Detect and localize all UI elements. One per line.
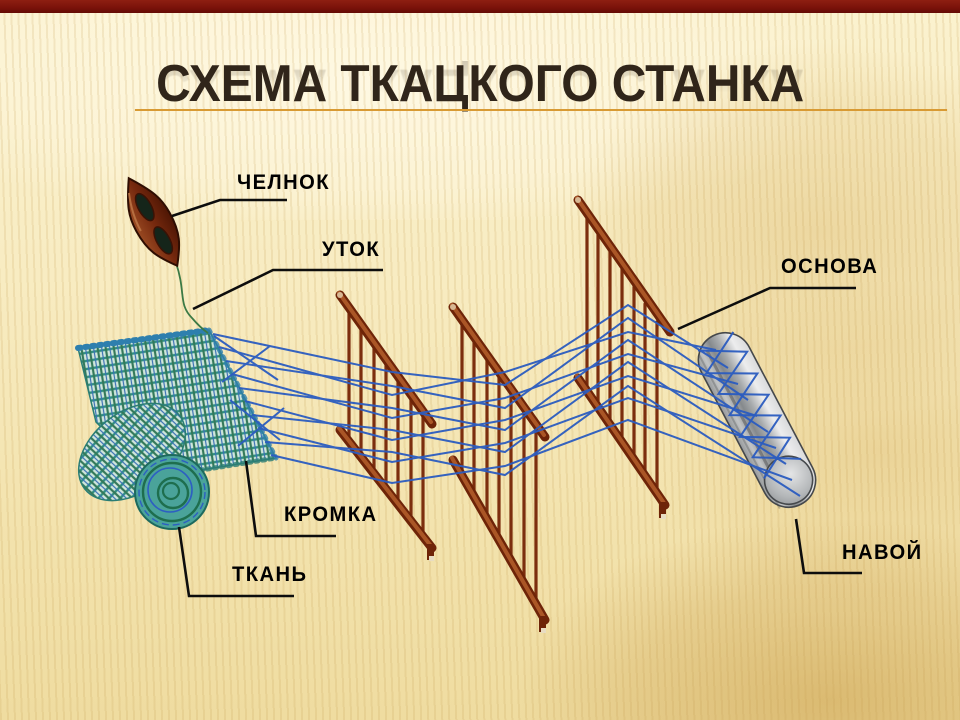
label-shuttle: ЧЕЛНОК — [237, 171, 330, 194]
leader-line-fabric — [177, 526, 294, 598]
leader-line-warp — [677, 286, 856, 331]
label-fabric: ТКАНЬ — [232, 563, 308, 586]
label-selvage: КРОМКА — [284, 503, 378, 526]
leader-line-weft — [192, 268, 383, 311]
shuttle-illustration — [126, 176, 181, 268]
label-warp: ОСНОВА — [781, 255, 879, 278]
heddle-frames — [335, 195, 675, 633]
title-wrap: СХЕМА ТКАЦКОГО СТАНКА — [0, 58, 960, 110]
leader-line-selvage — [244, 460, 336, 538]
label-weft: УТОК — [322, 238, 381, 261]
top-accent-bar — [0, 0, 960, 13]
heddle-frame-2 — [448, 302, 550, 633]
fabric-roll — [77, 402, 210, 530]
weft-thread — [175, 262, 209, 334]
beam-cylinder — [697, 331, 817, 510]
title-underline — [135, 109, 947, 111]
beam-thread-lattice — [697, 331, 802, 479]
warp-threads — [212, 303, 801, 497]
leader-line-shuttle — [171, 198, 287, 218]
slide-title: СХЕМА ТКАЦКОГО СТАНКА — [156, 55, 804, 113]
label-beam: НАВОЙ — [842, 541, 923, 564]
